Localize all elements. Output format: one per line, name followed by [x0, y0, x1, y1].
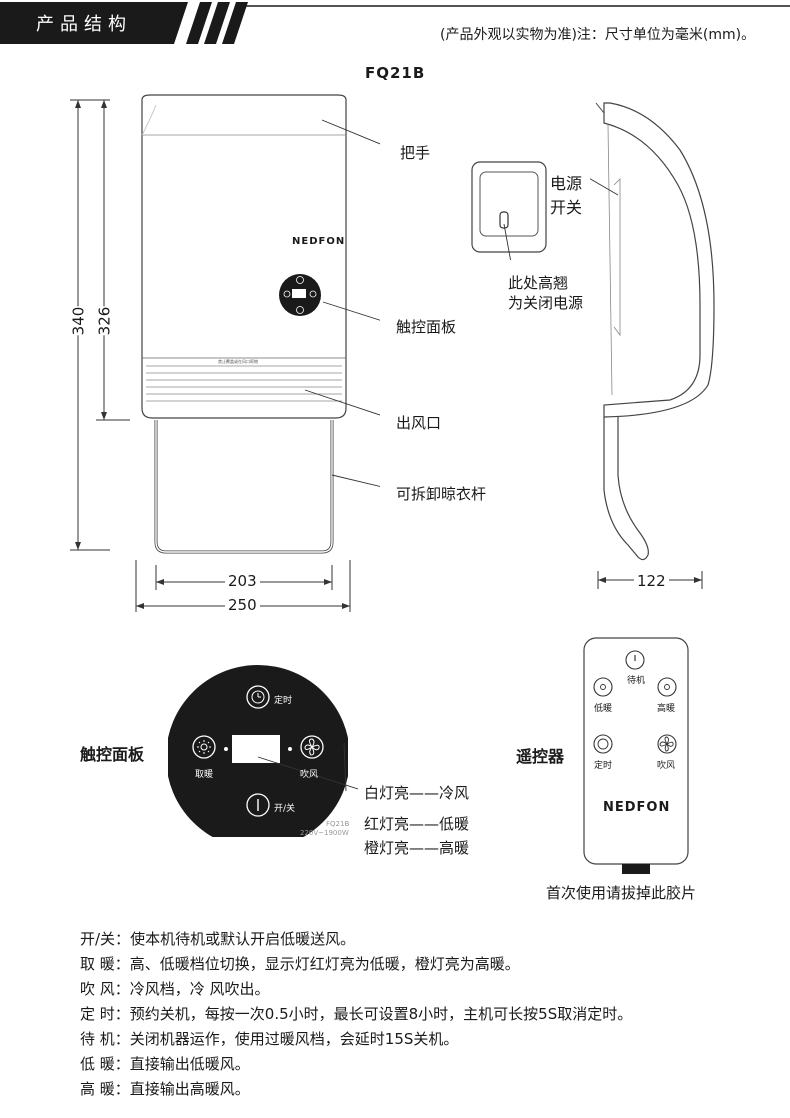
- dim-depth: 122: [634, 572, 669, 590]
- remote-blow-label: 吹风: [657, 761, 676, 771]
- dim-width-inner: 203: [225, 572, 260, 590]
- desc-heat: 取 暖：高、低暖档位切换，显示灯红灯亮为低暖，橙灯亮为高暖。: [80, 955, 520, 973]
- dim-height-body: 326: [95, 306, 114, 336]
- callout-power-switch-line2: 开关: [550, 198, 583, 217]
- callout-touch-panel: 触控面板: [396, 318, 457, 336]
- remote-standby-label: 待机: [627, 676, 646, 686]
- legend-white: 白灯亮——冷风: [364, 784, 470, 802]
- panel-model-label: FQ21B: [326, 820, 350, 828]
- panel-blow-label: 吹风: [300, 770, 319, 780]
- callout-rack: 可拆卸晾衣杆: [396, 485, 487, 503]
- legend-orange: 橙灯亮——高暖: [364, 839, 470, 857]
- side-view-drawing: [590, 102, 715, 589]
- device-warning-text: 禁止覆盖或在风口晾物: [218, 359, 258, 364]
- remote-brand: NEDFON: [603, 800, 671, 815]
- legend-red: 红灯亮——低暖: [364, 815, 470, 833]
- panel-rating-label: 220V~1900W: [300, 829, 349, 837]
- callout-power-switch-line1: 电源: [550, 174, 583, 193]
- panel-power-label: 开/关: [274, 804, 296, 814]
- remote-high-heat-label: 高暖: [657, 704, 676, 714]
- device-brand: NEDFON: [292, 236, 346, 247]
- panel-heat-label: 取暖: [195, 770, 214, 780]
- remote-timer-label: 定时: [594, 761, 613, 771]
- desc-timer: 定 时：预约关机，每按一次0.5小时，最长可设置8小时，主机可长按5S取消定时。: [80, 1005, 633, 1023]
- front-view-drawing: [70, 94, 380, 612]
- header-bar: [0, 2, 790, 44]
- switch-note-line2: 为关闭电源: [508, 294, 584, 312]
- touch-panel-detail: [168, 665, 358, 837]
- panel-timer-label: 定时: [274, 696, 293, 706]
- power-switch-detail: [471, 161, 547, 260]
- remote-film-note: 首次使用请拔掉此胶片: [546, 884, 697, 902]
- section-title: 产品结构: [36, 14, 132, 35]
- desc-blow: 吹 风：冷风档，冷 风吹出。: [80, 980, 270, 998]
- touch-panel-title: 触控面板: [80, 745, 145, 764]
- callout-air-outlet: 出风口: [396, 414, 442, 432]
- remote-control-drawing: [583, 637, 689, 874]
- callout-handle: 把手: [400, 144, 431, 162]
- desc-standby: 待 机：关闭机器运作，使用过暖风档，会延时15S关机。: [80, 1030, 459, 1048]
- remote-low-heat-label: 低暖: [594, 704, 613, 714]
- remote-title: 遥控器: [516, 747, 565, 766]
- unit-note: (产品外观以实物为准)注：尺寸单位为毫米(mm)。: [440, 27, 756, 43]
- switch-note-line1: 此处高翘: [508, 274, 569, 292]
- desc-high-heat: 高 暖：直接输出高暖风。: [80, 1080, 250, 1098]
- model-number: FQ21B: [365, 64, 426, 82]
- desc-power: 开/关：使本机待机或默认开启低暖送风。: [80, 930, 356, 948]
- dim-height-total: 340: [69, 306, 88, 336]
- dim-width-total: 250: [225, 596, 260, 614]
- desc-low-heat: 低 暖：直接输出低暖风。: [80, 1055, 250, 1073]
